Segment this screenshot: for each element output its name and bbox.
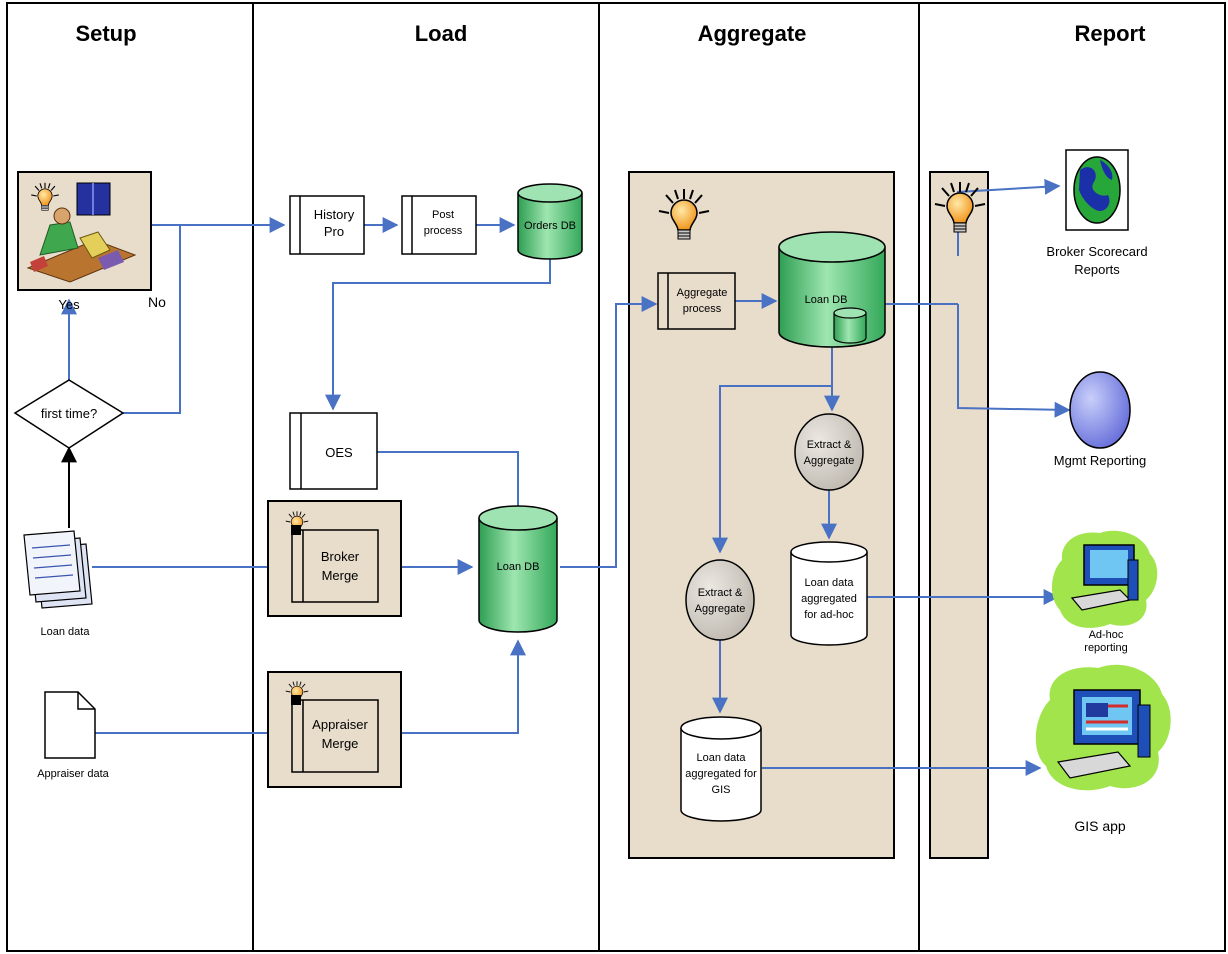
gis-computer-icon [1035, 664, 1171, 791]
mgmt-reporting-label: Mgmt Reporting [1054, 453, 1146, 468]
aggregate-process-label-line1: Aggregate [677, 287, 728, 299]
oes-label: OES [325, 445, 353, 460]
lane-title-aggregate: Aggregate [698, 21, 807, 46]
loan-db-load: Loan DB [478, 505, 558, 633]
post-process-label-line1: Post [432, 209, 454, 221]
oes-process: OES [289, 412, 378, 490]
broker-scorecard-label-line1: Broker Scorecard [1046, 244, 1147, 259]
adhoc-store-label-line2: aggregated [801, 593, 857, 605]
loan-data-document-stack [23, 530, 93, 609]
adhoc-store-label-line3: for ad-hoc [804, 609, 854, 621]
adhoc-store-label-line1: Loan data [805, 577, 855, 589]
appraiser-merge-process: Appraiser Merge [267, 671, 402, 788]
first-time-decision: first time? [13, 379, 125, 449]
orders-db-label: Orders DB [524, 220, 576, 232]
gis-app-label: GIS app [1074, 818, 1126, 834]
loan-db-load-label: Loan DB [497, 561, 540, 573]
decision-label: first time? [41, 406, 97, 421]
orders-db: Orders DB [517, 183, 583, 260]
broker-scorecard-globe-icon [1065, 149, 1129, 231]
extract-right-label-line2: Aggregate [804, 455, 855, 467]
gis-store-label-line2: aggregated for [685, 768, 757, 780]
adhoc-reporting-label-line1: Ad-hoc [1089, 629, 1124, 641]
decision-no-label: No [148, 294, 166, 310]
gis-store-label-line3: GIS [712, 784, 731, 796]
extract-aggregate-right: Extract & Aggregate [794, 413, 864, 491]
appraiser-data-label: Appraiser data [37, 768, 109, 780]
appraiser-merge-label-line1: Appraiser [312, 717, 368, 732]
setup-clipart-panel [17, 171, 152, 291]
broker-merge-label-line1: Broker [321, 549, 360, 564]
history-pro-process: History Pro [289, 195, 365, 255]
broker-scorecard-label-line2: Reports [1074, 262, 1120, 277]
adhoc-reporting-label-line2: reporting [1084, 642, 1127, 654]
adhoc-aggregated-store: Loan data aggregated for ad-hoc [790, 541, 868, 646]
connectors [61, 178, 1071, 776]
gis-aggregated-store: Loan data aggregated for GIS [680, 716, 762, 822]
adhoc-computer-icon [1051, 530, 1158, 628]
extract-right-label-line1: Extract & [807, 439, 852, 451]
extract-aggregate-left: Extract & Aggregate [685, 559, 755, 641]
broker-merge-label-line2: Merge [322, 568, 359, 583]
decision-yes-label: Yes [58, 297, 80, 312]
loan-db-aggregate-label: Loan DB [805, 294, 848, 306]
gis-store-label-line1: Loan data [697, 752, 747, 764]
history-pro-label-line2: Pro [324, 224, 344, 239]
lane-title-load: Load [415, 21, 468, 46]
aggregate-process: Aggregate process [657, 272, 736, 330]
lane-title-report: Report [1075, 21, 1147, 46]
post-process: Post process [401, 195, 477, 255]
mgmt-reporting-node [1069, 371, 1131, 449]
appraiser-merge-label-line2: Merge [322, 736, 359, 751]
loan-db-aggregate: Loan DB [778, 231, 886, 348]
report-panel [929, 171, 989, 859]
extract-left-label-line2: Aggregate [695, 603, 746, 615]
aggregate-process-label-line2: process [683, 303, 722, 315]
history-pro-label-line1: History [314, 207, 355, 222]
extract-left-label-line1: Extract & [698, 587, 743, 599]
appraiser-data-document [44, 691, 96, 759]
loan-data-label: Loan data [41, 626, 91, 638]
post-process-label-line2: process [424, 225, 463, 237]
broker-merge-process: Broker Merge [267, 500, 402, 617]
lane-title-setup: Setup [75, 21, 136, 46]
